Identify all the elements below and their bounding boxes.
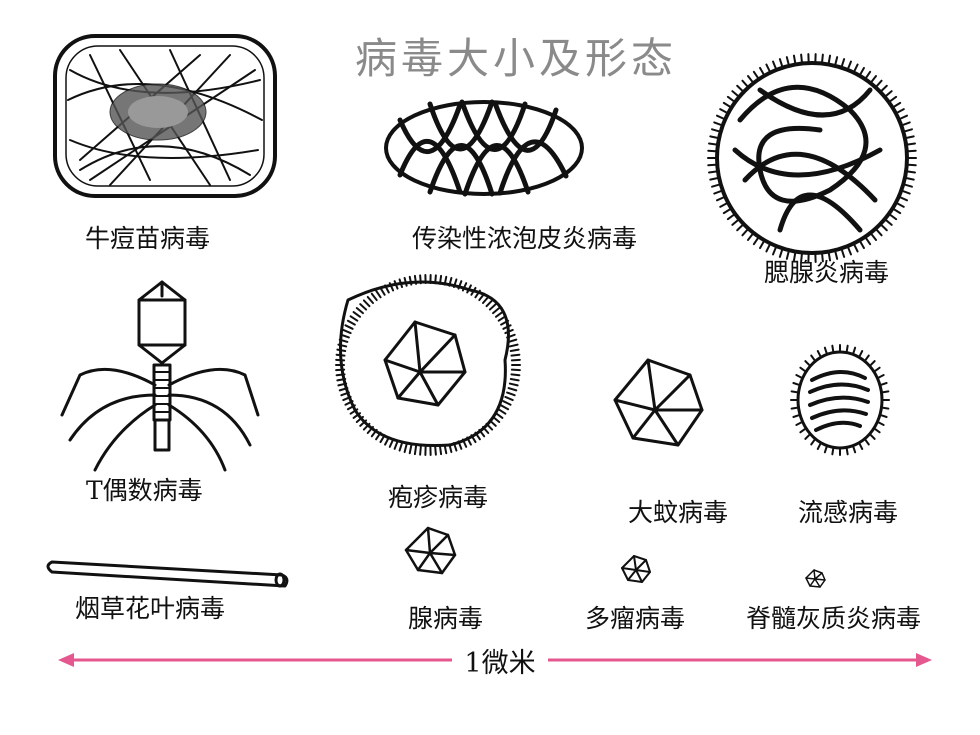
diagram-title: 病毒大小及形态 — [355, 34, 678, 83]
scale-arrow-right-icon — [916, 653, 932, 667]
label-tipula: 大蚊病毒 — [628, 498, 729, 527]
tipula-virus-drawing — [613, 358, 704, 447]
label-adeno: 腺病毒 — [408, 604, 484, 633]
adeno-virus-drawing — [404, 526, 457, 575]
mumps-virus-drawing — [707, 53, 917, 263]
label-influenza: 流感病毒 — [798, 498, 899, 527]
polyoma-virus-drawing — [621, 555, 651, 583]
tmv-virus-drawing — [46, 560, 289, 588]
label-polio: 脊髓灰质炎病毒 — [746, 604, 922, 633]
scale-arrow-left-icon — [58, 653, 74, 667]
label-polyoma: 多瘤病毒 — [585, 604, 686, 633]
label-t-even: T偶数病毒 — [86, 476, 203, 505]
label-ibr: 传染性浓泡皮炎病毒 — [412, 224, 638, 253]
influenza-virus-drawing — [790, 344, 890, 456]
herpes-virus-drawing — [335, 274, 521, 456]
label-vaccinia: 牛痘苗病毒 — [85, 224, 211, 253]
vaccinia-virus-drawing — [53, 34, 277, 198]
scale-label: 1微米 — [452, 648, 548, 679]
label-mumps: 腮腺炎病毒 — [764, 258, 890, 287]
label-herpes: 疱疹病毒 — [388, 483, 489, 512]
ibr-virus-drawing — [384, 99, 584, 197]
polio-virus-drawing — [805, 569, 826, 588]
label-tmv: 烟草花叶病毒 — [75, 594, 226, 623]
t-even-phage-drawing — [60, 280, 260, 472]
